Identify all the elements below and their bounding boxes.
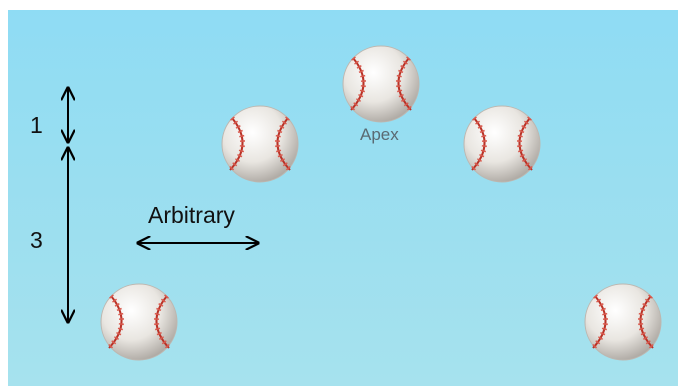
interval-large-label: 3	[30, 227, 43, 253]
trajectory-diagram: 1 3 Arbitrary Apex	[8, 10, 678, 386]
apex-label: Apex	[360, 125, 399, 144]
interval-small-label: 1	[30, 112, 43, 138]
ball-apex	[343, 46, 419, 122]
diagram-canvas	[8, 10, 678, 386]
ball-rise	[222, 106, 298, 182]
ball-land	[585, 284, 661, 360]
ball-launch	[101, 284, 177, 360]
horizontal-label: Arbitrary	[148, 202, 235, 228]
ball-fall	[464, 106, 540, 182]
